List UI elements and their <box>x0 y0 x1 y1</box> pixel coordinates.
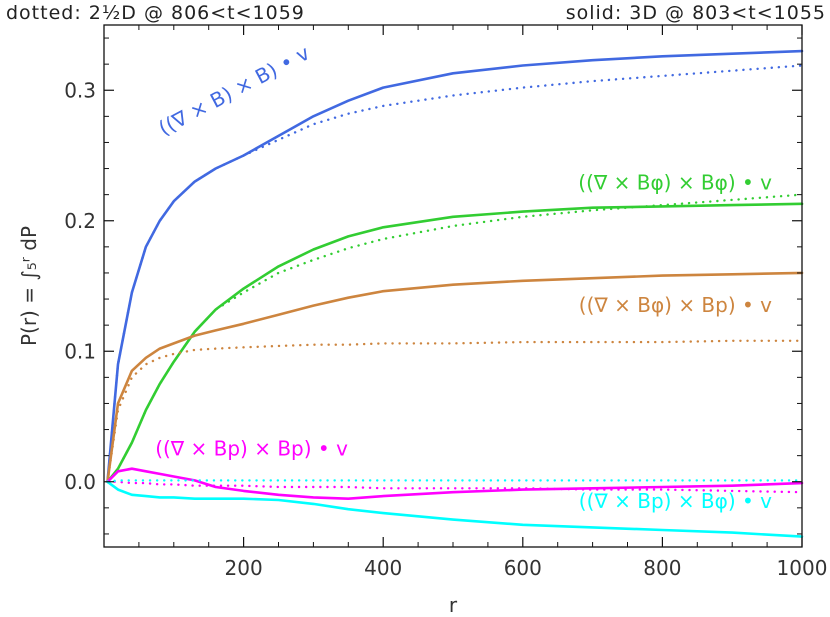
y-tick-label: 0.0 <box>64 470 96 494</box>
y-tick-label: 0.2 <box>64 209 96 233</box>
series-2-label: ((∇ × Bφ) × Bp) • v <box>579 293 772 317</box>
y-tick-label: 0.1 <box>64 339 96 363</box>
series-4-solid-line <box>106 480 804 538</box>
series-3-label: ((∇ × Bp) × Bp) • v <box>155 437 348 461</box>
series-2-dotted-line <box>106 339 804 483</box>
y-axis-label-text: P(r) = ∫₅ʳ dP <box>17 226 41 346</box>
series-1-dotted-line <box>106 193 804 483</box>
x-tick-label: 400 <box>364 556 402 580</box>
series-1-label: ((∇ × Bφ) × Bφ) • v <box>578 170 772 194</box>
series-3-solid-line <box>106 467 804 501</box>
y-axis-label: P(r) = ∫₅ʳ dP <box>17 226 41 346</box>
series-1-solid-line <box>106 202 804 484</box>
x-tick-label: 200 <box>225 556 263 580</box>
chart-title-left: dotted: 2½D @ 806<t<1059 <box>6 2 305 24</box>
series-0-solid-line <box>106 49 804 484</box>
plot-area <box>106 49 804 538</box>
x-tick-label: 600 <box>504 556 542 580</box>
x-axis-label: r <box>449 593 458 617</box>
x-tick-label: 1000 <box>777 556 828 580</box>
series-4-label: ((∇ × Bp) × Bφ) • v <box>579 489 772 513</box>
x-tick-label: 800 <box>643 556 681 580</box>
y-tick-label: 0.3 <box>64 78 96 102</box>
series-3-dotted-line <box>106 480 804 494</box>
chart-title-right: solid: 3D @ 803<t<1055 <box>566 2 826 24</box>
series-4-dotted-line <box>106 479 804 483</box>
axis-ticks: 200 400 600 800 1000 0.0 0.1 0.2 0.3 <box>64 25 827 580</box>
series-2-solid-line <box>106 271 804 484</box>
